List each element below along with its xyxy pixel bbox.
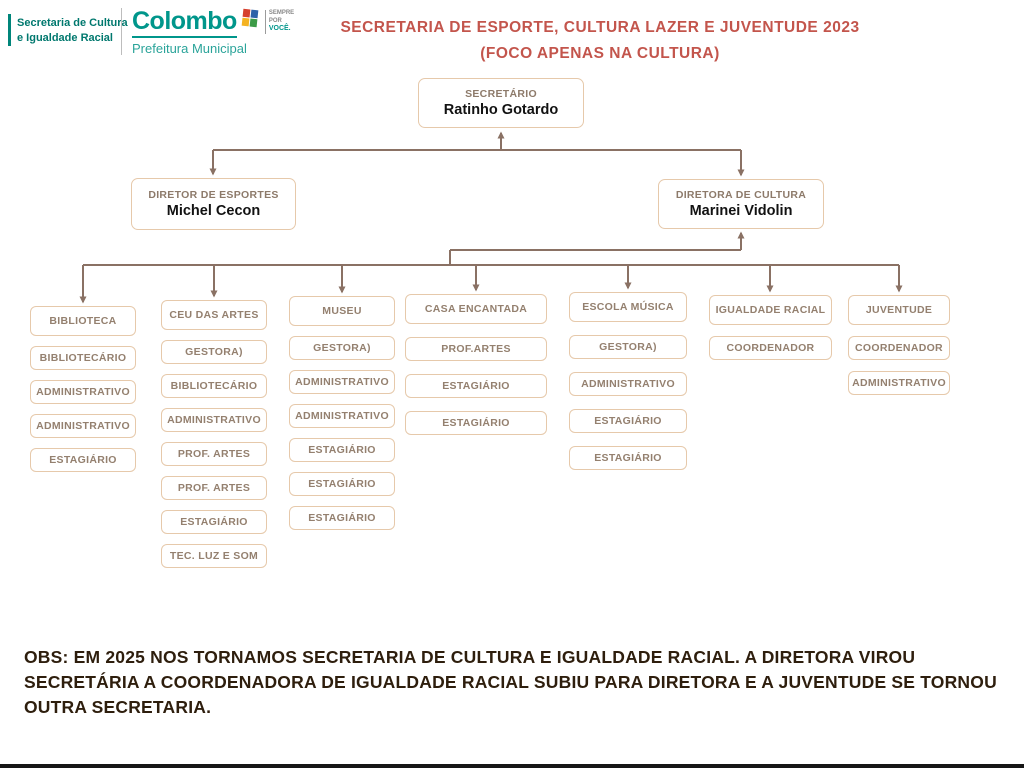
org-node: PROF. ARTES xyxy=(161,476,267,500)
org-column-igualdade-racial: IGUALDADE RACIAL COORDENADOR xyxy=(709,295,832,360)
org-node: PROF.ARTES xyxy=(405,337,547,361)
org-node: ESTAGIÁRIO xyxy=(289,472,395,496)
org-column-header: MUSEU xyxy=(289,296,395,326)
org-node-secretario: SECRETÁRIO Ratinho Gotardo xyxy=(418,78,584,128)
org-node: COORDENADOR xyxy=(709,336,832,360)
prefeitura-subtitle: Prefeitura Municipal xyxy=(132,41,247,56)
org-node-diretor-esportes: DIRETOR DE ESPORTES Michel Cecon xyxy=(131,178,296,230)
colombo-crest-icon xyxy=(240,7,260,29)
org-column-biblioteca: BIBLIOTECA BIBLIOTECÁRIO ADMINISTRATIVO ADM… xyxy=(30,306,136,472)
page-title: SECRETARIA DE ESPORTE, CULTURA LAZER E J… xyxy=(240,15,960,67)
bottom-edge-bar xyxy=(0,764,1024,768)
org-node: COORDENADOR xyxy=(848,336,950,360)
org-node: ADMINISTRATIVO xyxy=(289,404,395,428)
org-node: TEC. LUZ E SOM xyxy=(161,544,267,568)
org-node-diretora-cultura: DIRETORA DE CULTURA Marinei Vidolin xyxy=(658,179,824,229)
page-title-line1: SECRETARIA DE ESPORTE, CULTURA LAZER E J… xyxy=(340,19,860,36)
secretaria-line1: Secretaria de Cultura xyxy=(17,17,128,29)
org-node: ESTAGIÁRIO xyxy=(161,510,267,534)
secretaria-line2: e Igualdade Racial xyxy=(17,32,113,45)
org-node: ESTAGIÁRIO xyxy=(569,409,687,433)
org-node: ADMINISTRATIVO xyxy=(30,414,136,438)
org-node-title: DIRETORA DE CULTURA xyxy=(675,189,807,201)
org-column-header: BIBLIOTECA xyxy=(30,306,136,336)
org-node: ESTAGIÁRIO xyxy=(569,446,687,470)
org-node: GESTORA) xyxy=(161,340,267,364)
colombo-logo: Colombo SEMPRE POR VOCÊ. Prefeitura Muni… xyxy=(132,7,295,56)
tagline-line2: POR xyxy=(268,17,282,24)
org-node-name: Ratinho Gotardo xyxy=(443,102,559,118)
org-column-museu: MUSEU GESTORA) ADMINISTRATIVO ADMINISTRATIV… xyxy=(289,296,395,530)
page-title-line2: (FOCO APENAS NA CULTURA) xyxy=(480,45,720,62)
org-column-casa-encantada: CASA ENCANTADA PROF.ARTES ESTAGIÁRIO ESTAGI… xyxy=(405,294,547,435)
colombo-wordmark: Colombo xyxy=(132,9,237,38)
org-node: GESTORA) xyxy=(569,335,687,359)
colombo-tagline: SEMPRE POR VOCÊ. xyxy=(264,10,295,34)
org-column-ceu-das-artes: CEU DAS ARTES GESTORA) BIBLIOTECÁRIO ADMINI… xyxy=(161,300,267,568)
org-node: ESTAGIÁRIO xyxy=(30,448,136,472)
org-node: ESTAGIÁRIO xyxy=(289,506,395,530)
org-node: ESTAGIÁRIO xyxy=(289,438,395,462)
org-node: ADMINISTRATIVO xyxy=(30,380,136,404)
org-node: ADMINISTRATIVO xyxy=(161,408,267,432)
org-node: GESTORA) xyxy=(289,336,395,360)
org-node: ADMINISTRATIVO xyxy=(289,370,395,394)
org-node: ADMINISTRATIVO xyxy=(569,372,687,396)
org-column-header: JUVENTUDE xyxy=(848,295,950,325)
org-node-name: Michel Cecon xyxy=(166,203,261,219)
org-column-header: CASA ENCANTADA xyxy=(405,294,547,324)
teal-accent-bar xyxy=(8,14,11,46)
org-node: PROF. ARTES xyxy=(161,442,267,466)
org-node-title: SECRETÁRIO xyxy=(465,88,537,100)
org-node-name: Marinei Vidolin xyxy=(689,203,793,219)
org-node-title: DIRETOR DE ESPORTES xyxy=(148,189,279,201)
org-node: BIBLIOTECÁRIO xyxy=(30,346,136,370)
org-column-header: CEU DAS ARTES xyxy=(161,300,267,330)
org-node: ESTAGIÁRIO xyxy=(405,374,547,398)
org-column-header: ESCOLA MÚSICA xyxy=(569,292,687,322)
org-column-escola-musica: ESCOLA MÚSICA GESTORA) ADMINISTRATIVO ESTAG… xyxy=(569,292,687,470)
org-node: BIBLIOTECÁRIO xyxy=(161,374,267,398)
tagline-line3: VOCÊ. xyxy=(268,25,291,32)
tagline-line1: SEMPRE xyxy=(268,10,295,16)
header-divider xyxy=(121,8,122,55)
org-node: ADMINISTRATIVO xyxy=(848,371,950,395)
secretaria-wordmark: Secretaria de Cultura e Igualdade Racial xyxy=(17,16,128,47)
obs-note: OBS: EM 2025 NOS TORNAMOS SECRETARIA DE … xyxy=(24,647,997,717)
org-column-header: IGUALDADE RACIAL xyxy=(709,295,832,325)
org-column-juventude: JUVENTUDE COORDENADOR ADMINISTRATIVO xyxy=(848,295,950,395)
org-node: ESTAGIÁRIO xyxy=(405,411,547,435)
